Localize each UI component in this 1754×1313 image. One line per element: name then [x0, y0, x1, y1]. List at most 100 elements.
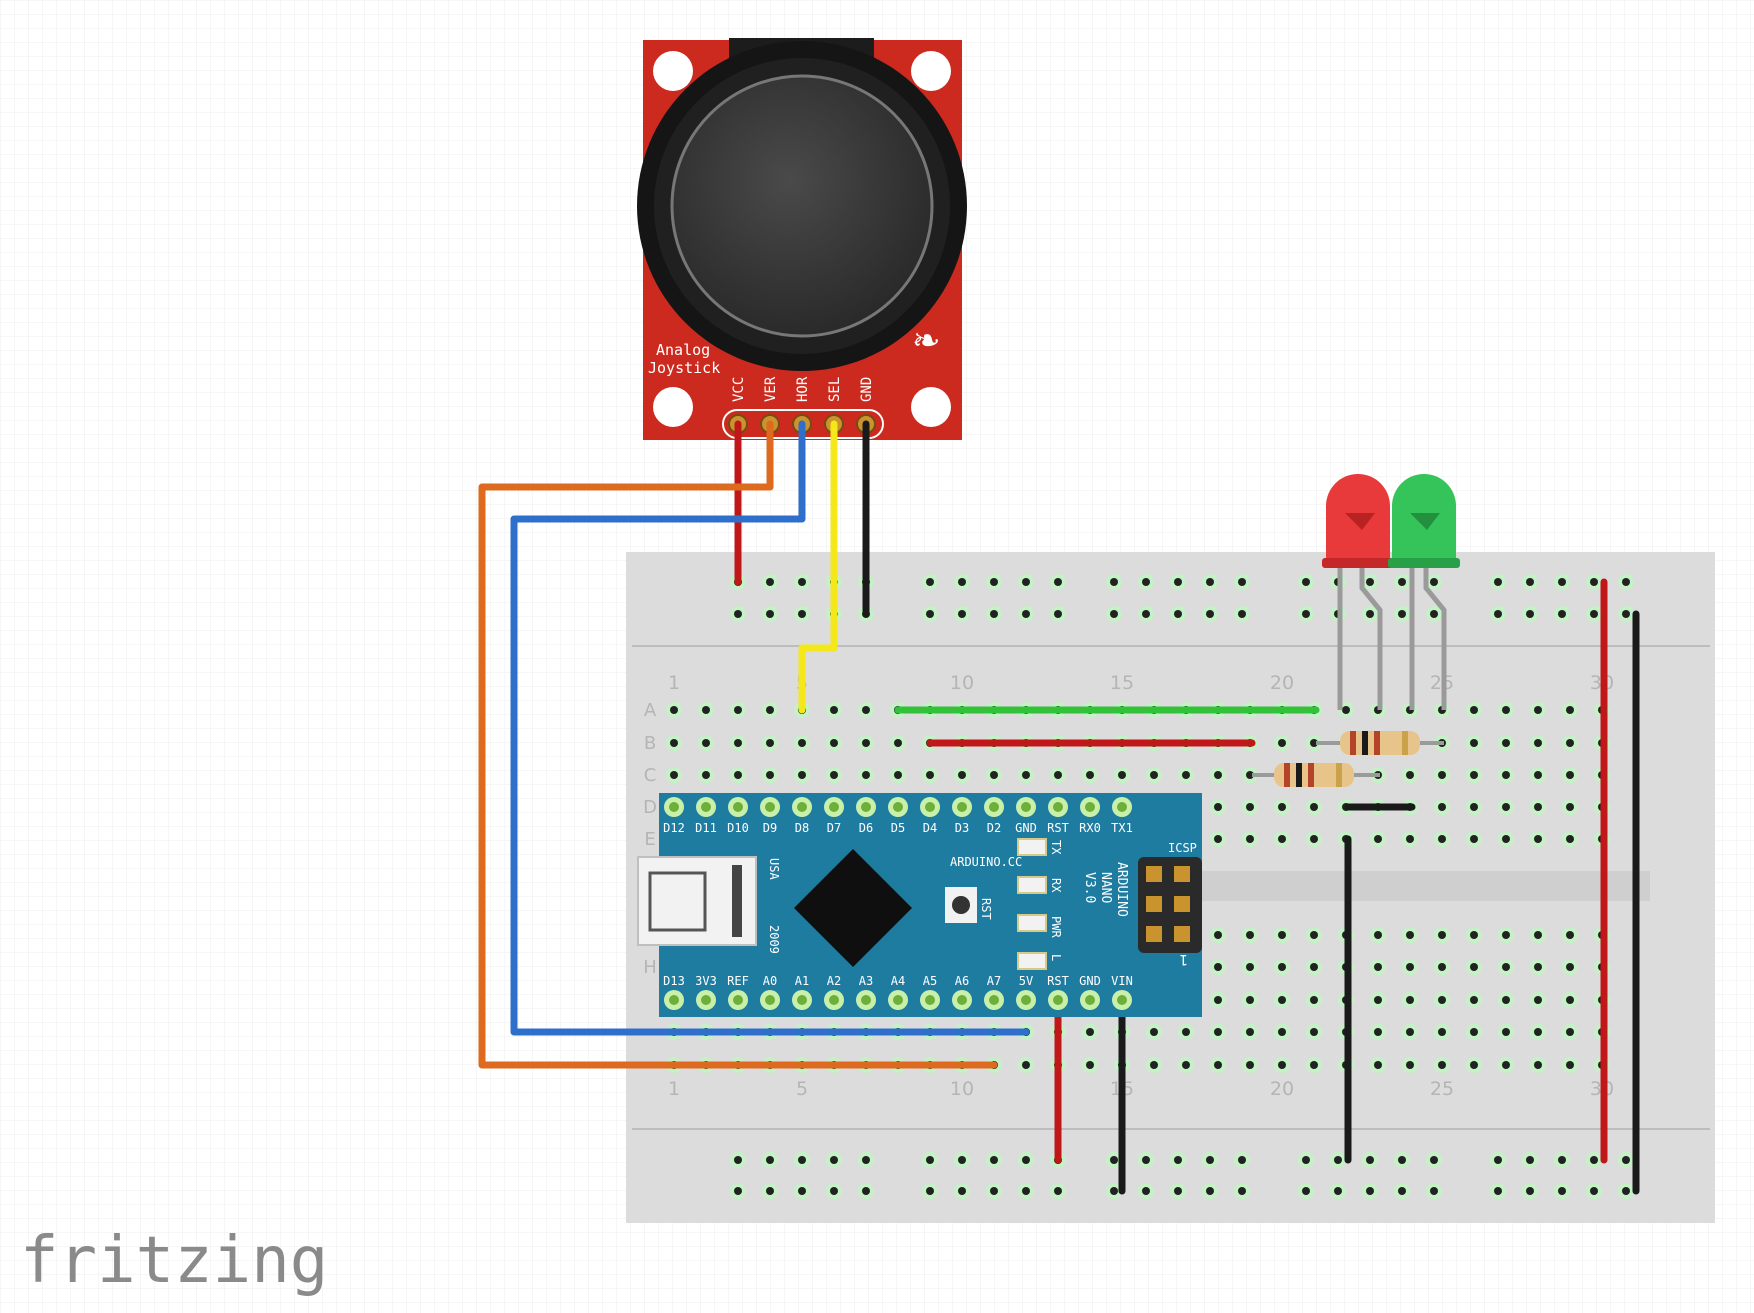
arduino-pin-label: D11 — [695, 821, 717, 835]
joystick-label-line1: Analog — [656, 341, 710, 359]
arduino-pin-label: A6 — [955, 974, 969, 988]
arduino-pin-label: D9 — [763, 821, 777, 835]
icsp-pin — [1174, 896, 1190, 912]
column-number: 5 — [796, 1078, 808, 1100]
mounting-hole — [653, 387, 693, 427]
row-letter: E — [644, 829, 655, 850]
joystick-knob[interactable] — [670, 74, 934, 338]
status-led-label: L — [1049, 954, 1063, 961]
arduino-pin-label: REF — [727, 974, 749, 988]
arduino-pin-label: VIN — [1111, 974, 1133, 988]
arduino-pin-label: A4 — [891, 974, 905, 988]
arduino-pin-label: D5 — [891, 821, 905, 835]
arduino-pin-label: TX1 — [1111, 821, 1133, 835]
led-green[interactable] — [1388, 474, 1460, 710]
column-number: 25 — [1430, 1078, 1454, 1100]
led-red[interactable] — [1322, 474, 1394, 710]
arduino-pin-label: D8 — [795, 821, 809, 835]
arduino-pin-label: A5 — [923, 974, 937, 988]
joystick-pin-label: HOR — [795, 376, 811, 402]
joystick-pin-label: VER — [763, 376, 779, 402]
arduino-pin-label: D12 — [663, 821, 685, 835]
analog-joystick-module[interactable]: Analog Joystick ❧ VCC VER HOR SEL GND — [637, 38, 967, 440]
arduino-pin-label: A2 — [827, 974, 841, 988]
status-led-label: TX — [1049, 840, 1063, 855]
arduino-pin-label: D3 — [955, 821, 969, 835]
arduino-pin-label: D13 — [663, 974, 685, 988]
status-led — [1017, 876, 1047, 894]
arduino-pin-label: A3 — [859, 974, 873, 988]
usb-port-icon — [648, 871, 707, 932]
mounting-hole — [911, 51, 951, 91]
arduino-pin-label: 3V3 — [695, 974, 717, 988]
row-letters: ABCDEGH — [643, 700, 657, 978]
column-number: 10 — [950, 672, 974, 694]
column-number: 1 — [668, 672, 680, 694]
icsp-pin — [1174, 866, 1190, 882]
arduino-pin-label: D10 — [727, 821, 749, 835]
column-number: 20 — [1270, 1078, 1294, 1100]
arduino-pin-label: D2 — [987, 821, 1001, 835]
row-letter: A — [644, 700, 657, 721]
resistor-1[interactable] — [1316, 731, 1444, 755]
row-letter: B — [644, 733, 656, 754]
reset-label: RST — [979, 898, 993, 920]
column-number: 10 — [950, 1078, 974, 1100]
arduino-pin-label: RST — [1047, 821, 1069, 835]
arduino-model-line1: ARDUINO — [1114, 862, 1129, 917]
status-leds: TX RX PWR L — [1017, 838, 1063, 970]
wire-horz-blue[interactable] — [510, 420, 1030, 1036]
arduino-pin-label: RX0 — [1079, 821, 1101, 835]
joystick-pin-label: GND — [859, 377, 875, 402]
resistor-2[interactable] — [1252, 763, 1380, 787]
wire-vert-orange[interactable] — [478, 420, 998, 1069]
arduino-brand: ARDUINO.CC — [950, 855, 1022, 869]
arduino-top-pins: D12 D11 D10 D9 D8 D7 D6 D5 D4 D3 D2 GND RST RX0 TX1 — [663, 797, 1133, 835]
column-number: 15 — [1110, 672, 1134, 694]
arduino-pin-label: A1 — [795, 974, 809, 988]
arduino-bottom-pins: D13 3V3 REF A0 A1 A2 A3 A4 A5 A6 A7 5V RST GND VIN — [663, 974, 1133, 1010]
status-led — [1017, 838, 1047, 856]
fritzing-logo: fritzing — [20, 1224, 328, 1298]
wire-sel-yellow[interactable] — [798, 420, 838, 714]
icsp-pin — [1146, 896, 1162, 912]
status-led — [1017, 952, 1047, 970]
wires — [478, 420, 1640, 1195]
arduino-model-line3: V3.0 — [1082, 872, 1097, 903]
arduino-pin-label: RST — [1047, 974, 1069, 988]
joystick-label-line2: Joystick — [648, 359, 720, 377]
arduino-pin-label: A7 — [987, 974, 1001, 988]
row-letter: H — [643, 957, 657, 978]
arduino-pin-label: D7 — [827, 821, 841, 835]
row-letter: C — [644, 765, 657, 786]
icsp-pin1-label: 1 — [1180, 951, 1188, 967]
arduino-pin-label: A0 — [763, 974, 777, 988]
mcu-chip — [794, 849, 912, 967]
arduino-usa: USA — [767, 858, 781, 880]
arduino-pin-label: GND — [1015, 821, 1037, 835]
arduino-pin-label: D4 — [923, 821, 937, 835]
arduino-pin-label: 5V — [1019, 974, 1033, 988]
icsp-pins — [1146, 866, 1190, 942]
icsp-pin — [1174, 926, 1190, 942]
icsp-pin — [1146, 866, 1162, 882]
mounting-hole — [653, 51, 693, 91]
joystick-pin-label: SEL — [827, 377, 843, 402]
arduino-model-line2: NANO — [1098, 872, 1113, 903]
column-number: 20 — [1270, 672, 1294, 694]
status-led-label: PWR — [1049, 916, 1063, 938]
column-number: 1 — [668, 1078, 680, 1100]
arduino-pin-label: D6 — [859, 821, 873, 835]
icsp-pin — [1146, 926, 1162, 942]
sparkfun-flame-icon: ❧ — [912, 321, 941, 361]
arduino-year: 2009 — [767, 925, 781, 954]
status-led-label: RX — [1049, 878, 1063, 893]
row-letter: D — [643, 797, 657, 818]
arduino-pin-label: GND — [1079, 974, 1101, 988]
joystick-pin-label: VCC — [731, 377, 747, 402]
status-led — [1017, 914, 1047, 932]
mounting-hole — [911, 387, 951, 427]
